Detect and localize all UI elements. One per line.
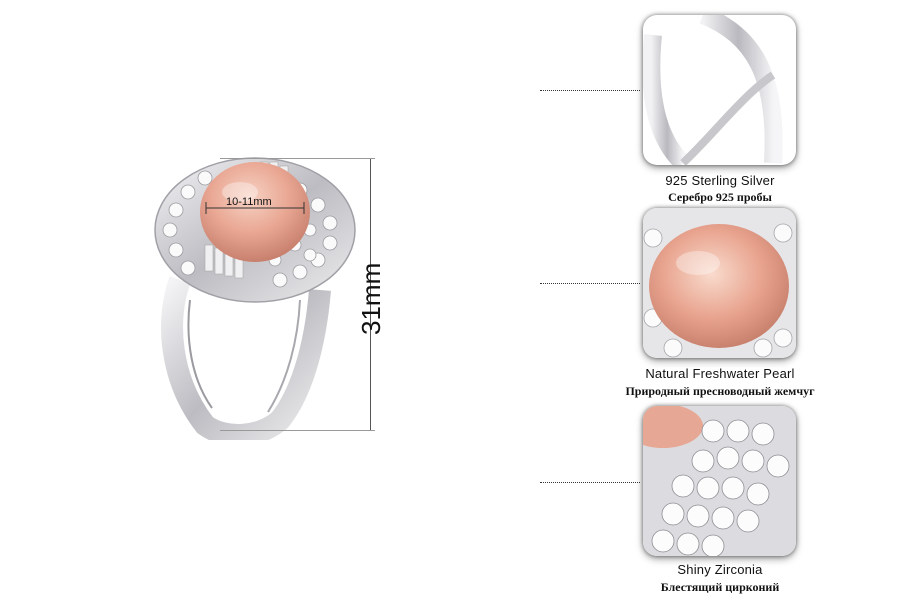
- ring-product-image: [154, 157, 356, 440]
- pearl-size-label: 10-11mm: [226, 196, 272, 208]
- feature-3-name-ru: Блестящий цирконий: [660, 580, 780, 594]
- height-dimension-line: [370, 158, 371, 430]
- height-dimension-bottom: [220, 430, 375, 431]
- height-dimension-top: [220, 158, 375, 159]
- feature-1-name-en: 925 Sterling Silver: [665, 173, 775, 188]
- feature-1-name-ru: Серебро 925 пробы: [668, 190, 772, 204]
- feature-3-name-en: Shiny Zirconia: [677, 562, 763, 577]
- silver-band-closeup-icon: [643, 15, 796, 165]
- feature-2-name-ru: Природный пресноводный жемчуг: [625, 384, 815, 398]
- feature-pointer-3: [540, 482, 640, 483]
- feature-2-name-en: Natural Freshwater Pearl: [645, 366, 795, 381]
- feature-pointer-2: [540, 283, 640, 284]
- zirconia-closeup-icon: [643, 406, 796, 556]
- feature-pointer-1: [540, 90, 640, 91]
- pearl-closeup-icon: [643, 208, 796, 358]
- height-dimension-label: 31mm: [356, 262, 386, 335]
